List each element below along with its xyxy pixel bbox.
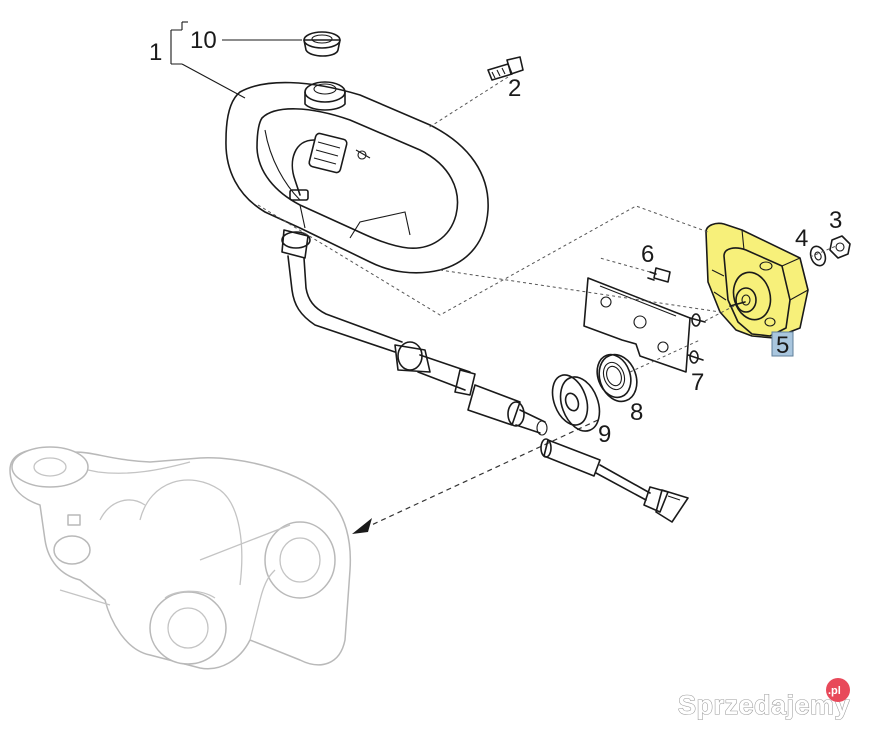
callout-8: 8: [630, 399, 643, 426]
seal-ring: [596, 353, 638, 403]
filler-cap: [303, 31, 341, 57]
callout-7: 7: [691, 369, 704, 396]
callout-9: 9: [598, 421, 611, 448]
watermark-text: Sprzedajemy: [678, 690, 850, 720]
callout-labels: 1 10 2 3 4 6 7 8 9 5: [149, 27, 842, 448]
bolt: [487, 56, 524, 81]
axle-housing-ghost: [9, 446, 352, 670]
callout-5-highlight-box: [771, 331, 794, 357]
washer: [809, 245, 827, 267]
callout-4: 4: [795, 225, 808, 252]
screw-small: [647, 267, 671, 283]
assembly-guide-lines: [257, 76, 837, 373]
mounting-plate: [583, 277, 706, 373]
hydraulic-pipe: [281, 229, 548, 436]
speed-sensor-cable: [540, 438, 689, 523]
spacer-ring: [551, 374, 601, 432]
highlighted-sensor-bracket: [705, 222, 809, 339]
callout-2: 2: [508, 75, 521, 102]
callout-1: 1: [149, 39, 162, 66]
nut: [829, 235, 851, 259]
reservoir-tank: [225, 81, 489, 274]
callout-10: 10: [190, 27, 217, 54]
watermark-badge: [826, 678, 850, 702]
watermark-badge-text: .pl: [828, 685, 841, 697]
callout-6: 6: [641, 241, 654, 268]
watermark: Sprzedajemy .pl: [677, 678, 850, 721]
callout-5: 5: [776, 332, 789, 359]
callout-3: 3: [829, 207, 842, 234]
leader-lines: [170, 21, 302, 99]
assembly-direction-arrow: [352, 419, 599, 534]
